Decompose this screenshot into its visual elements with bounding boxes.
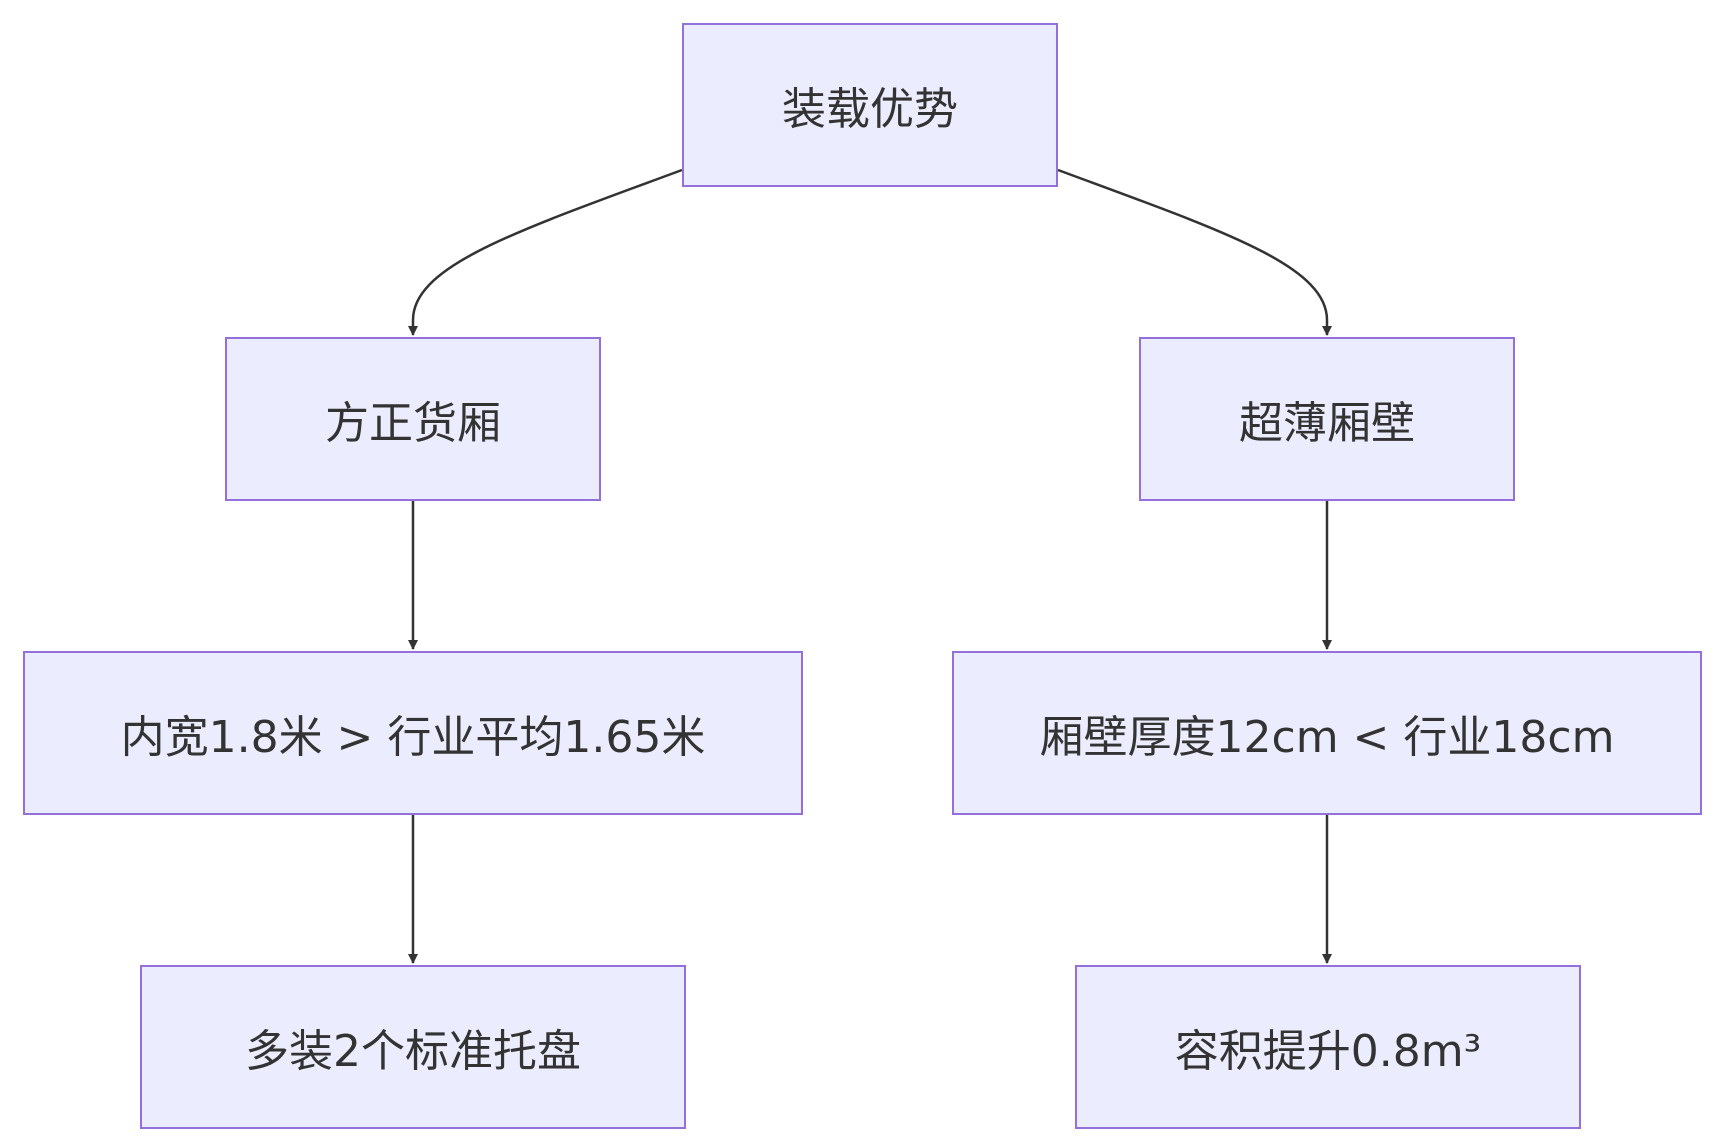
- node-label: 多装2个标准托盘: [245, 1026, 581, 1077]
- edge-root-to-box-a: [408, 168, 683, 336]
- edge-root-to-box-b: [1057, 168, 1332, 336]
- node-label: 超薄厢壁: [1239, 398, 1415, 449]
- node-label: 厢壁厚度12cm < 行业18cm: [1039, 712, 1615, 763]
- node-label: 方正货厢: [325, 398, 501, 449]
- node-label: 装载优势: [782, 84, 958, 135]
- node-label: 内宽1.8米 > 行业平均1.65米: [120, 712, 706, 763]
- node-wall-thickness: 厢壁厚度12cm < 行业18cm: [952, 651, 1702, 815]
- node-extra-pallets: 多装2个标准托盘: [140, 965, 686, 1129]
- node-loading-advantage: 装载优势: [682, 23, 1058, 187]
- node-volume-increase: 容积提升0.8m³: [1075, 965, 1581, 1129]
- node-square-cargo-box: 方正货厢: [225, 337, 601, 501]
- node-label: 容积提升0.8m³: [1174, 1026, 1482, 1077]
- node-ultra-thin-wall: 超薄厢壁: [1139, 337, 1515, 501]
- node-inner-width: 内宽1.8米 > 行业平均1.65米: [23, 651, 803, 815]
